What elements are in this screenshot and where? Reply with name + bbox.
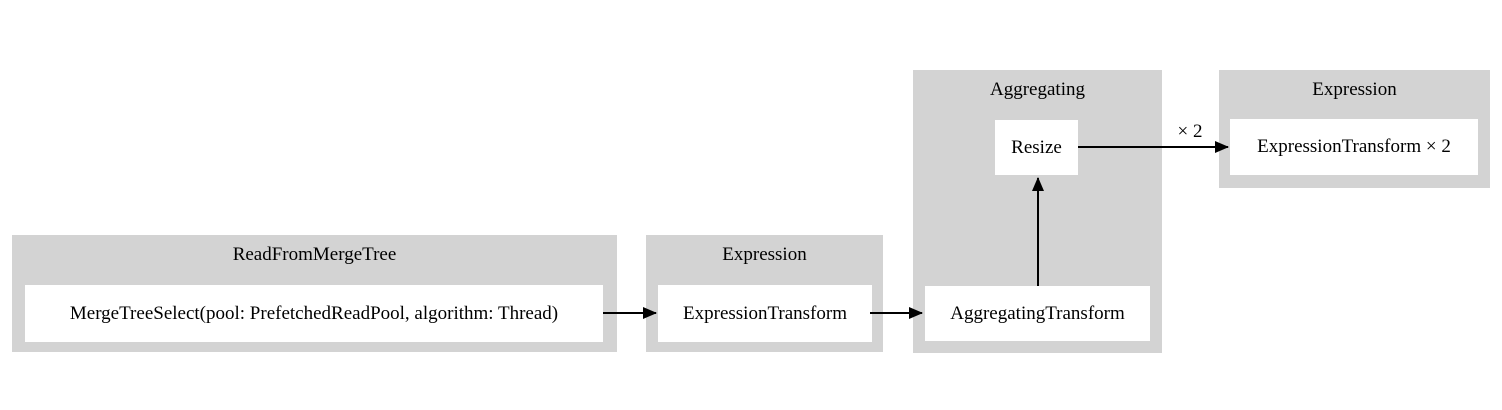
node-aggregating-transform: AggregatingTransform [925,286,1150,341]
node-expression-transform-x2: ExpressionTransform × 2 [1230,119,1478,175]
node-merge-tree-select: MergeTreeSelect(pool: PrefetchedReadPool… [25,285,603,342]
edge-multiplicity-label: × 2 [1177,121,1203,142]
cluster-expression-2-label: Expression [1312,79,1397,100]
node-resize: Resize [995,120,1078,175]
cluster-read-from-merge-tree-label: ReadFromMergeTree [232,244,397,265]
node-expression-transform: ExpressionTransform [658,285,872,342]
cluster-aggregating-label: Aggregating [990,79,1085,100]
cluster-expression-1-label: Expression [722,244,807,265]
